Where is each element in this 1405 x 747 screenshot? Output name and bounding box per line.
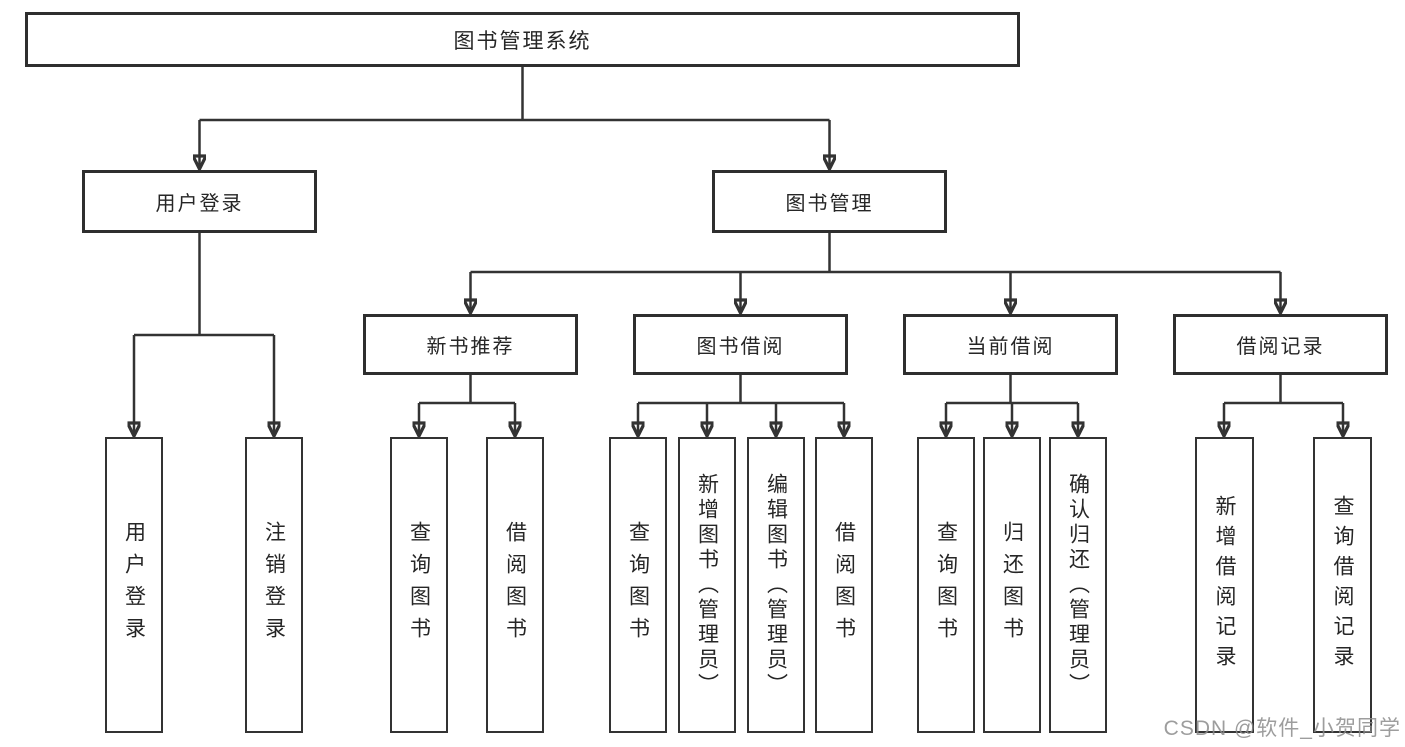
node-book-management-label: 图书管理 — [785, 193, 874, 215]
leaf-query-books-newbook-label: 查询图书 — [407, 521, 431, 649]
csdn-watermark: CSDN @软件_小贺同学 — [1163, 717, 1401, 740]
leaf-query-borrow-record: 查询借阅记录 — [1313, 437, 1372, 733]
leaf-confirm-return-admin: 确认归还（管理员） — [1049, 437, 1107, 733]
node-user-login: 用户登录 — [82, 170, 317, 233]
leaf-query-books-current: 查询图书 — [917, 437, 975, 733]
leaf-logout: 注销登录 — [245, 437, 303, 733]
leaf-add-borrow-record-label: 新增借阅记录 — [1213, 495, 1236, 675]
connector-root — [200, 67, 830, 169]
leaf-logout-label: 注销登录 — [262, 521, 286, 649]
leaf-edit-book-admin-label: 编辑图书（管理员） — [764, 472, 788, 698]
leaf-query-books-current-label: 查询图书 — [934, 521, 958, 649]
node-book-management: 图书管理 — [712, 170, 947, 233]
node-current-borrow: 当前借阅 — [903, 314, 1118, 375]
node-book-borrow: 图书借阅 — [633, 314, 848, 375]
leaf-edit-book-admin: 编辑图书（管理员） — [747, 437, 805, 733]
leaf-add-borrow-record: 新增借阅记录 — [1195, 437, 1254, 733]
leaf-borrow-books-newbook-label: 借阅图书 — [503, 521, 527, 649]
connector-book-borrow — [638, 375, 844, 436]
node-current-borrow-label: 当前借阅 — [966, 336, 1055, 358]
node-borrow-records-label: 借阅记录 — [1236, 336, 1325, 358]
connector-new-book — [419, 375, 515, 436]
connector-user-login — [134, 233, 274, 436]
leaf-query-borrow-record-label: 查询借阅记录 — [1331, 495, 1354, 675]
node-borrow-records: 借阅记录 — [1173, 314, 1388, 375]
leaf-query-books-borrow-label: 查询图书 — [626, 521, 650, 649]
leaf-confirm-return-admin-label: 确认归还（管理员） — [1066, 472, 1090, 698]
connector-current-borrow — [946, 375, 1078, 436]
leaf-borrow-books-borrow-label: 借阅图书 — [832, 521, 856, 649]
leaf-user-login: 用户登录 — [105, 437, 163, 733]
connector-book-management — [471, 233, 1281, 313]
leaf-query-books-newbook: 查询图书 — [390, 437, 448, 733]
node-root: 图书管理系统 — [25, 12, 1020, 67]
leaf-add-book-admin-label: 新增图书（管理员） — [695, 472, 719, 698]
connector-borrow-records — [1224, 375, 1343, 436]
leaf-borrow-books-newbook: 借阅图书 — [486, 437, 544, 733]
node-new-book-recommend: 新书推荐 — [363, 314, 578, 375]
leaf-user-login-label: 用户登录 — [122, 521, 146, 649]
node-root-label: 图书管理系统 — [453, 29, 592, 53]
node-book-borrow-label: 图书借阅 — [696, 336, 785, 358]
leaf-return-book-label: 归还图书 — [1000, 521, 1024, 649]
leaf-return-book: 归还图书 — [983, 437, 1041, 733]
node-new-book-recommend-label: 新书推荐 — [426, 336, 515, 358]
leaf-borrow-books-borrow: 借阅图书 — [815, 437, 873, 733]
node-user-login-label: 用户登录 — [155, 193, 244, 215]
leaf-add-book-admin: 新增图书（管理员） — [678, 437, 736, 733]
leaf-query-books-borrow: 查询图书 — [609, 437, 667, 733]
